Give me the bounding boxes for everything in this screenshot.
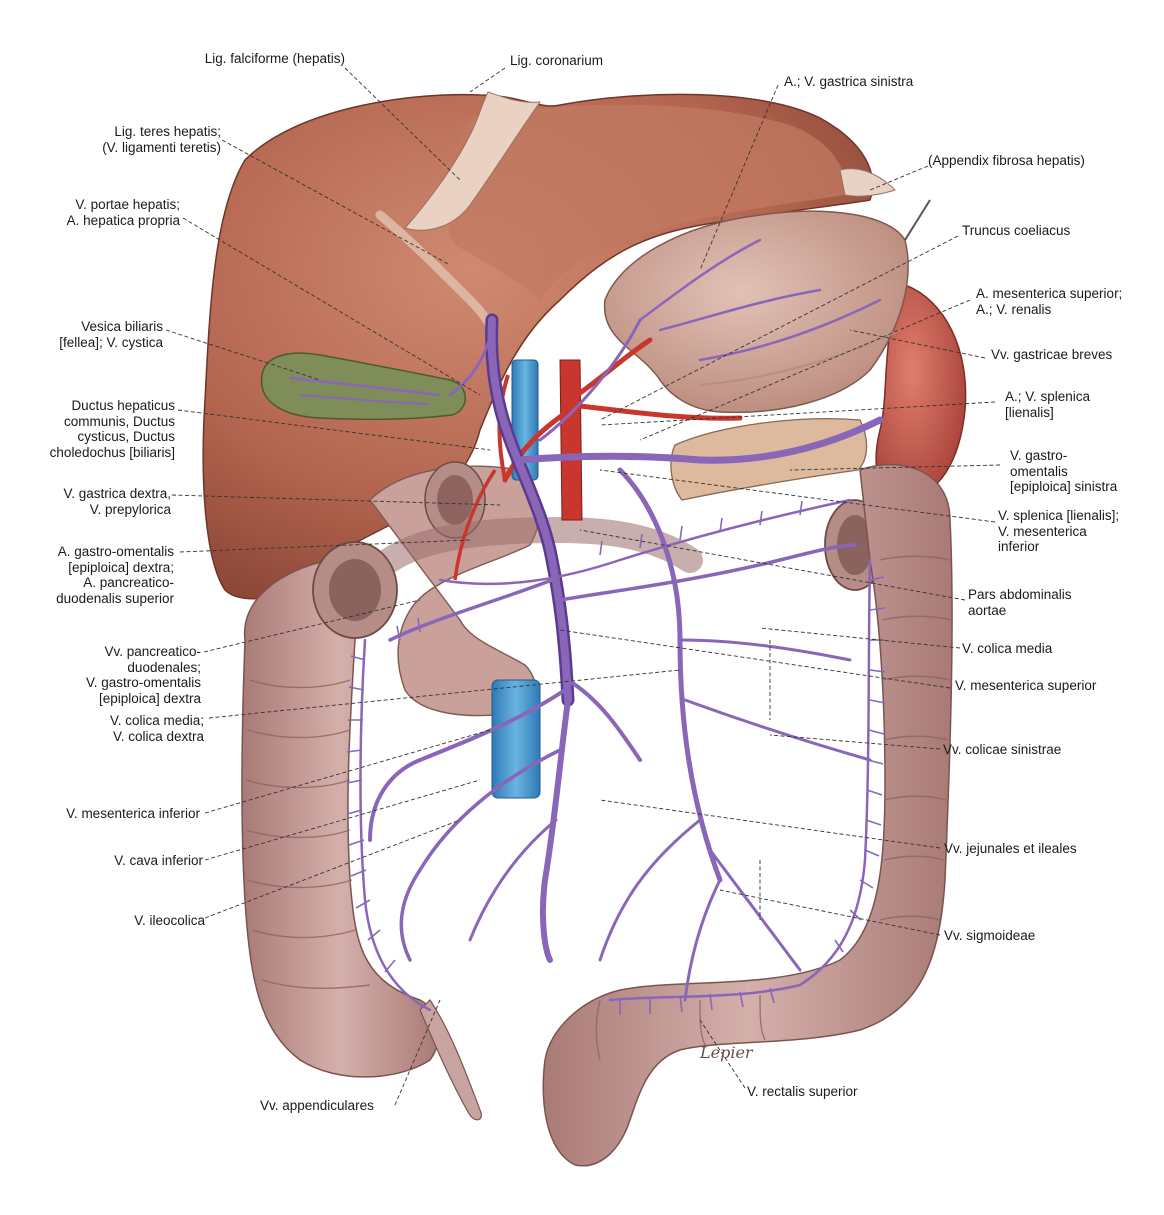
label-lig-teres: Lig. teres hepatis;(V. ligamenti teretis… (102, 124, 221, 155)
label-gastro-omentalis-sinistra: V. gastro-omentalis [epiploica] sinistra (1010, 448, 1118, 494)
gastro-omentalis-artery (453, 469, 497, 581)
liver-left-lobe-highlight (446, 104, 846, 300)
label-lig-coronarium: Lig. coronarium (510, 53, 604, 68)
descending-colon (542, 463, 953, 1167)
artist-signature: Lepier (699, 1043, 754, 1062)
label-v-portae: V. portae hepatis;A. hepatica propria (66, 197, 180, 228)
label-mesenterica-inferior: V. mesenterica inferior (66, 806, 200, 821)
colon (241, 463, 953, 1167)
duodenum (369, 461, 703, 717)
label-splenica: A.; V. splenica[lienalis] (1005, 389, 1091, 420)
liver (202, 91, 896, 600)
label-mesenterica-superior-renalis: A. mesenterica superior;A.; V. renalis (976, 286, 1123, 317)
label-rectalis-superior: V. rectalis superior (747, 1084, 858, 1099)
label-ileocolica: V. ileocolica (134, 913, 205, 928)
label-cava-inferior: V. cava inferior (114, 853, 203, 868)
label-lig-falciforme: Lig. falciforme (hepatis) (204, 51, 345, 66)
inferior-vena-cava (491, 679, 541, 799)
label-appendix-fibrosa: (Appendix fibrosa hepatis) (928, 153, 1085, 168)
label-sigmoideae: Vv. sigmoideae (944, 928, 1036, 943)
label-appendiculares: Vv. appendiculares (260, 1098, 374, 1113)
label-splenica-mesenterica-inferior: V. splenica [lienalis];V. mesenterica in… (998, 508, 1120, 554)
stomach (603, 199, 931, 414)
label-mesenterica-superior: V. mesenterica superior (955, 678, 1097, 693)
label-vesica-biliaris: Vesica biliaris[fellea]; V. cystica (59, 319, 163, 350)
portal-venous-system (359, 238, 884, 1012)
label-gastro-omentalis-dextra: A. gastro-omentalis[epiploica] dextra; A… (56, 544, 174, 606)
liver-right-lobe (202, 93, 874, 600)
appendix (419, 999, 482, 1121)
label-colica-media-dextra: V. colica media;V. colica dextra (109, 713, 204, 744)
falciform-ligament (404, 91, 542, 231)
gallbladder (260, 352, 466, 420)
label-jejunales-ileales: Vv. jejunales et ileales (944, 841, 1077, 856)
appendix-fibrosa (839, 168, 896, 197)
label-colica-media: V. colica media (962, 641, 1053, 656)
label-colicae-sinistrae: Vv. colicae sinistrae (943, 742, 1062, 757)
label-gastrica-sinistra: A.; V. gastrica sinistra (784, 74, 914, 89)
label-pancreaticoduodenales: Vv. pancreatico-duodenales; V. gastro-om… (85, 644, 201, 706)
label-gastrica-dextra: V. gastrica dextra,V. prepylorica (63, 486, 171, 517)
abdominal-aorta (559, 359, 583, 521)
vasa-recta (346, 500, 886, 1015)
leader-lines (165, 67, 1001, 1106)
label-truncus-coeliacus: Truncus coeliacus (962, 223, 1071, 238)
label-gastricae-breves: Vv. gastricae breves (991, 347, 1113, 362)
